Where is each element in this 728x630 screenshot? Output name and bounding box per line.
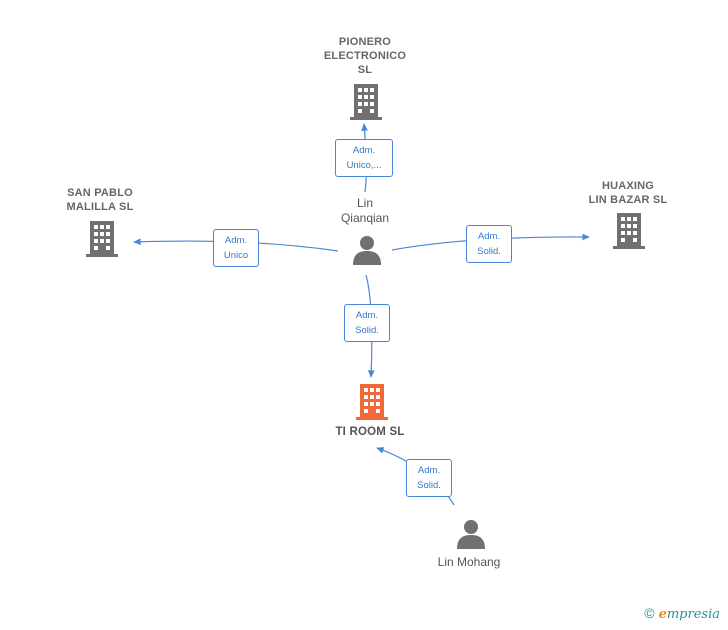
edge-label-line1: Adm. bbox=[352, 145, 376, 156]
edge-label-line2: Unico bbox=[223, 250, 249, 261]
edge-label-line2: Solid. bbox=[477, 246, 501, 257]
person-name-lin-mohang[interactable]: Lin Mohang bbox=[437, 555, 501, 569]
building-icon[interactable] bbox=[356, 384, 388, 420]
empresia-watermark: ©empresia bbox=[644, 605, 720, 622]
company-name-pionero[interactable]: PIONERO ELECTRONICO SL bbox=[323, 36, 407, 76]
company-name-ti-room[interactable]: TI ROOM SL bbox=[335, 426, 405, 438]
edge-label-line2: Solid. bbox=[355, 325, 379, 336]
person-icon[interactable] bbox=[456, 519, 486, 549]
edge-label-line1: Adm. bbox=[417, 465, 441, 476]
edge-label-to-san-pablo[interactable]: Adm. Unico bbox=[213, 229, 259, 267]
building-icon[interactable] bbox=[86, 221, 118, 257]
company-name-san-pablo[interactable]: SAN PABLO MALILLA SL bbox=[66, 187, 134, 213]
edge-label-line2: Unico,... bbox=[346, 160, 382, 171]
copyright-icon: © bbox=[644, 605, 655, 621]
edge-label-line1: Adm. bbox=[224, 235, 248, 246]
person-name-lin-qianqian[interactable]: Lin Qianqian bbox=[340, 196, 390, 225]
brand-name: mpresia bbox=[666, 607, 720, 622]
edge-label-line2: Solid. bbox=[417, 480, 441, 491]
edge-label-to-ti-room[interactable]: Adm. Solid. bbox=[344, 304, 390, 342]
brand-initial: e bbox=[658, 607, 667, 622]
person-icon[interactable] bbox=[352, 235, 382, 265]
edge-label-to-huaxing[interactable]: Adm. Solid. bbox=[466, 225, 512, 263]
building-icon[interactable] bbox=[350, 84, 382, 120]
building-icon[interactable] bbox=[613, 213, 645, 249]
edge-label-mohang-to-ti-room[interactable]: Adm. Solid. bbox=[406, 459, 452, 497]
edge-label-line1: Adm. bbox=[477, 231, 501, 242]
company-name-huaxing[interactable]: HUAXING LIN BAZAR SL bbox=[588, 180, 668, 206]
edge-label-line1: Adm. bbox=[355, 310, 379, 321]
edge-label-to-pionero[interactable]: Adm. Unico,... bbox=[335, 139, 393, 177]
